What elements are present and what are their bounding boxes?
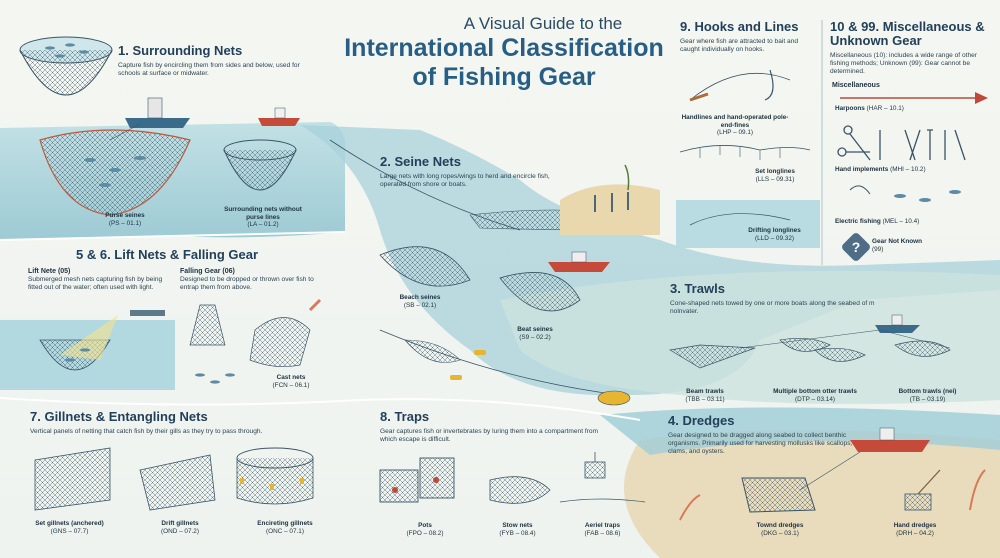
caption-pots: Pots(FPO – 08.2) [406, 522, 444, 537]
section-hooks-lines: 9. Hooks and Lines Gear where fish are a… [680, 20, 815, 54]
section-lift-nets: 5 & 6. Lift Nets & Falling Gear [76, 248, 316, 262]
section-heading: 4. Dredges [668, 413, 735, 428]
trap-drawing [379, 452, 646, 504]
section-heading: 7. Gillnets & Entangling Nets [30, 409, 208, 424]
caption-handlines: Handlines and hand-operated pole-end-fin… [681, 114, 789, 137]
section-trawls: 3. Trawls Cone-shaped nets towed by one … [670, 282, 890, 316]
sea-floor-trawls [500, 270, 1000, 404]
section-heading: 9. Hooks and Lines [680, 19, 799, 34]
section-heading: 5 & 6. Lift Nets & Falling Gear [76, 247, 259, 262]
section-heading: 8. Traps [380, 409, 430, 424]
section-gillnets: 7. Gillnets & Entangling Nets Vertical p… [30, 410, 330, 436]
section-description: Cone-shaped nets towed by one or more bo… [670, 300, 875, 315]
section-dredges: 4. Dredges Gear designed to be dragged a… [668, 414, 868, 456]
title-line-2: International Classification of Fishing … [344, 34, 664, 91]
caption-otter-trawls: Multiple bottom otter trawls(DTP – 03.14… [773, 388, 857, 403]
section-heading: 1. Surrounding Nets [118, 43, 243, 58]
section-heading: 2. Seine Nets [380, 154, 461, 169]
lift-net-title: Lift Nete (05) [28, 268, 71, 275]
caption-purse-seines: Purse seines(PS – 01.1) [105, 212, 145, 227]
lift-net-drawing [39, 310, 165, 371]
caption-gear-not-known: Gear Not Known(99) [872, 238, 923, 253]
caption-harpoons: Harpoons (HAR – 10.1) [835, 105, 904, 112]
hooks-drawing [679, 69, 811, 226]
caption-set-gillnets: Set gillnets (anchered)(GNS – 07.7) [35, 520, 104, 535]
section-misc-unknown: 10 & 99. Miscellaneous & Unknown Gear Mi… [830, 20, 990, 76]
caption-beach-seines: Beach seines(SB – 02.1) [399, 294, 441, 309]
section-heading: 3. Trawls [670, 281, 725, 296]
sea-channel [300, 125, 1000, 396]
lift-net-block: Lift Nete (05) Submerged mesh nets captu… [28, 268, 163, 292]
caption-stow-nets: Stow nets(FYB – 08.4) [499, 522, 536, 537]
trawl-nets-drawing [669, 314, 951, 369]
lampara-net-drawing [223, 107, 300, 191]
caption-cast-nets: Cast nets(FCN – 06.1) [272, 374, 310, 389]
caption-aerial-traps: Aeriel traps(FAB – 08.6) [584, 522, 621, 537]
falling-gear-title: Falling Gear (06) [180, 268, 235, 275]
title-line-1: A Visual Guide to the [463, 14, 623, 33]
section-description: Miscellaneous (10): includes a wide rang… [830, 52, 977, 75]
caption-beat-seines: Beat seines(S9 – 02.2) [517, 326, 553, 341]
section-description: Vertical panels of netting that catch fi… [30, 428, 263, 435]
caption-encircling-gillnets: Encireting gillnets(ONC – 07.1) [257, 520, 313, 535]
hooks-water [676, 200, 820, 248]
seine-net-drawing [329, 139, 660, 312]
cast-net-drawing [189, 298, 322, 384]
sea-dredge [600, 407, 1000, 455]
caption-bottom-trawls: Bottom trawls (nei)(TB – 03.19) [898, 388, 957, 403]
caption-surrounding-no-purse: Surrounding nets without purse lines(LA … [224, 206, 302, 229]
section-description: Gear designed to be dragged along seabed… [668, 432, 853, 455]
caption-beam-trawls: Beam trawls(TBB – 03.11) [685, 388, 725, 403]
caption-hand-implements: Hand implements (MHI – 10.2) [835, 166, 926, 173]
section-description: Gear captures fish or invertebrates by l… [380, 428, 599, 443]
caption-set-longlines: Set longlines(LLS – 09.31) [755, 168, 795, 183]
dredge-drawing [679, 427, 986, 521]
purse-seine-drawing [39, 97, 191, 216]
section-heading: 10 & 99. Miscellaneous & Unknown Gear [830, 19, 985, 48]
svg-text:?: ? [852, 239, 861, 255]
gillnet-drawing [34, 447, 314, 511]
falling-gear-desc: Designed to be dropped or thrown over fi… [180, 276, 314, 291]
section-seine-nets: 2. Seine Nets Large nets with long ropes… [380, 155, 565, 189]
misc-tools-drawing: ? [837, 92, 988, 261]
caption-electric-fishing: Electric fishing (MEL – 10.4) [835, 218, 920, 225]
section-description: Large nets with long ropes/wings to herd… [380, 173, 550, 188]
sand-dredge [624, 430, 1000, 558]
misc-subheading: Miscellaneous [832, 82, 880, 89]
section-surrounding-nets: 1. Surrounding Nets Capture fish by enci… [118, 44, 308, 78]
section-description: Capture fish by encircling them from sid… [118, 62, 300, 77]
bowl-net-icon [19, 36, 113, 96]
caption-hand-dredges: Hand dredges(DRH – 04.2) [893, 522, 937, 537]
lift-net-desc: Submerged mesh nets capturing fish by be… [28, 276, 163, 291]
caption-towed-dredges: Townd dredges(DKG – 03.1) [756, 522, 804, 537]
section-traps: 8. Traps Gear captures fish or invertebr… [380, 410, 610, 444]
trawl-lines [379, 329, 631, 406]
falling-gear-block: Falling Gear (06) Designed to be dropped… [180, 268, 320, 292]
caption-drifting-longlines: Drifting longlines(LLD – 09.32) [748, 227, 801, 242]
caption-drift-gillnets: Drift gillnets(OND – 07.2) [160, 520, 199, 535]
section-description: Gear where fish are attracted to bait an… [680, 38, 799, 53]
